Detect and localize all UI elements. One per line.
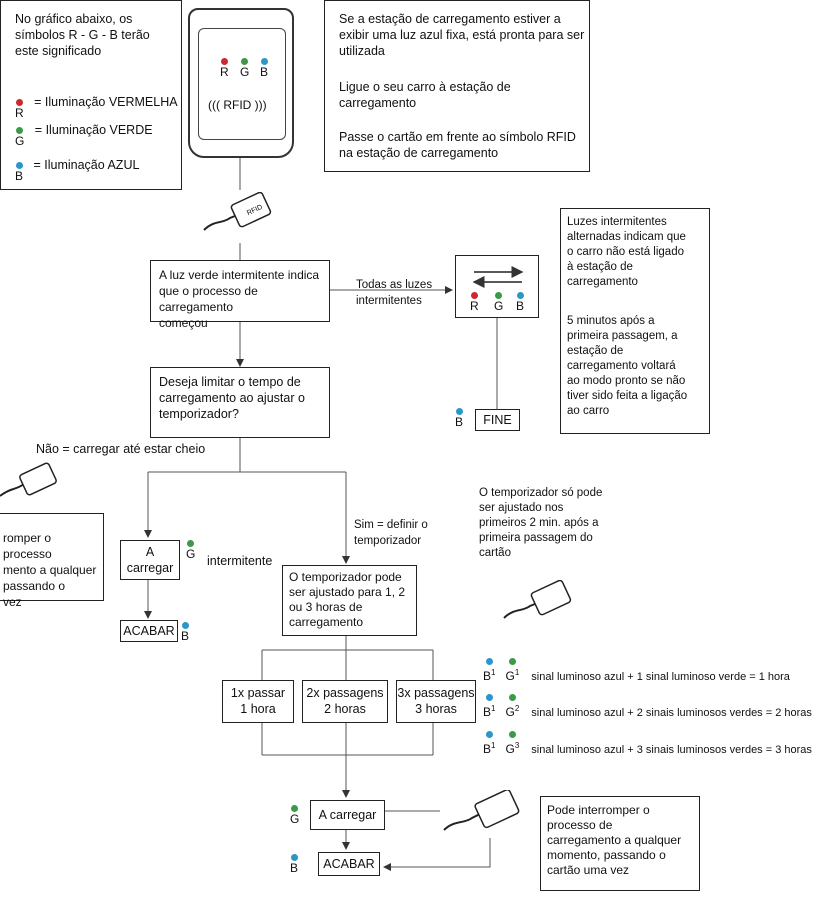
yes-branch-label: Sim = definir o temporizador <box>354 519 428 547</box>
signal-2-text: sinal luminoso azul + 2 sinais luminosos… <box>531 707 812 719</box>
step-connect: Ligue o seu carro à estação de carregame… <box>339 80 511 110</box>
intro-steps-box: Se a estação de carregamento estiver a e… <box>324 0 590 172</box>
legend-item-blue: B = Iluminação AZUL <box>15 156 139 183</box>
legend-label-blue: = Iluminação AZUL <box>33 158 140 172</box>
blink-label: intermitente <box>207 554 273 568</box>
signal-1-g-led: G1 <box>505 658 519 683</box>
left-hand-card-icon <box>0 462 64 508</box>
signal-row-1: B1 G1 sinal luminoso azul + 1 sinal lumi… <box>483 658 790 683</box>
all-lights-label: Todas as luzes intermitentes <box>356 279 433 307</box>
charging-left-box: A carregar <box>120 540 180 580</box>
timer-hand-card-icon <box>500 579 578 630</box>
fine-led-b: B <box>455 408 463 429</box>
legend-item-red: R = Iluminação VERMELHA <box>15 93 178 120</box>
finish-bottom-label: ACABAR <box>323 857 375 871</box>
cycle-arrows-icon <box>472 266 524 288</box>
signal-1-text: sinal luminoso azul + 1 sinal luminoso v… <box>531 671 790 683</box>
charging-left-led-g: G <box>186 540 195 561</box>
option-3-label: 3x passagens 3 horas <box>397 686 475 716</box>
charging-station-image: R G B ((( RFID ))) <box>188 8 294 158</box>
legend-box: No gráfico abaixo, os símbolos R - G - B… <box>0 0 182 190</box>
charging-bottom-label: A carregar <box>318 808 377 822</box>
finish-left-led-b: B <box>181 622 189 643</box>
interrupt-note-box: Pode interromper o processo de carregame… <box>540 796 700 891</box>
station-led-r: R <box>220 58 229 79</box>
step-card: Passe o cartão em frente ao símbolo RFID… <box>339 130 576 160</box>
left-interrupt-box: romper o processo mento a qualquer passa… <box>0 513 104 609</box>
timer-note: O temporizador só pode ser ajustado nos … <box>479 487 603 559</box>
legend-label-green: = Iluminação VERDE <box>34 123 153 137</box>
charging-bottom-led-g: G <box>290 805 299 826</box>
fine-label: FINE <box>483 413 512 427</box>
signal-3-b-led: B1 <box>483 731 495 756</box>
legend-item-green: G = Iluminação VERDE <box>15 121 153 148</box>
station-led-g: G <box>240 58 249 79</box>
side-note-box: Luzes intermitentes alternadas indicam q… <box>560 208 710 434</box>
arrow-card-to-finish <box>383 838 491 871</box>
option-2-box: 2x passagens 2 horas <box>302 680 388 723</box>
red-led-icon: R <box>15 99 24 120</box>
green-blink-box: A luz verde intermitente indica que o pr… <box>150 260 330 330</box>
signal-row-3: B1 G3 sinal luminoso azul + 3 sinais lum… <box>483 731 812 756</box>
interrupt-note-text: Pode interromper o processo de carregame… <box>547 803 682 877</box>
legend-intro: No gráfico abaixo, os símbolos R - G - B… <box>15 12 150 58</box>
blue-led-icon: B <box>15 162 23 183</box>
finish-left-box: ACABAR <box>120 620 178 642</box>
timer-box-text: O temporizador pode ser ajustado para 1,… <box>289 570 406 629</box>
alt-led-g: G <box>494 292 503 313</box>
legend-label-red: = Iluminação VERMELHA <box>34 95 178 109</box>
signal-1-b-led: B1 <box>483 658 495 683</box>
signal-2-g-led: G2 <box>505 694 519 719</box>
finish-bottom-box: ACABAR <box>318 852 380 876</box>
signal-3-text: sinal luminoso azul + 3 sinais luminosos… <box>531 744 812 756</box>
timer-box: O temporizador pode ser ajustado para 1,… <box>282 565 417 636</box>
limit-question-text: Deseja limitar o tempo de carregamento a… <box>159 375 305 421</box>
alt-lights-box: R G B <box>455 255 539 318</box>
no-branch-label: Não = carregar até estar cheio <box>36 442 206 456</box>
option-2-label: 2x passagens 2 horas <box>306 686 384 716</box>
finish-bottom-led-b: B <box>290 854 298 875</box>
hand-card-icon: RFID <box>200 191 278 242</box>
option-1-box: 1x passar 1 hora <box>222 680 294 723</box>
green-blink-text: A luz verde intermitente indica que o pr… <box>159 268 320 330</box>
alt-led-b: B <box>516 292 524 313</box>
rfid-symbol: ((( RFID ))) <box>208 98 267 112</box>
charging-left-label: A carregar <box>126 545 174 575</box>
option-1-label: 1x passar 1 hora <box>230 686 286 716</box>
finish-left-label: ACABAR <box>123 624 175 638</box>
side-note-para1: Luzes intermitentes alternadas indicam q… <box>567 216 686 288</box>
side-note-para2: 5 minutos após a primeira passagem, a es… <box>567 315 688 417</box>
option-3-box: 3x passagens 3 horas <box>396 680 476 723</box>
left-interrupt-text: romper o processo mento a qualquer passa… <box>3 531 97 609</box>
signal-row-2: B1 G2 sinal luminoso azul + 2 sinais lum… <box>483 694 812 719</box>
fine-box: FINE <box>475 409 520 431</box>
green-led-icon: G <box>15 127 24 148</box>
signal-3-g-led: G3 <box>505 731 519 756</box>
station-led-b: B <box>260 58 268 79</box>
alt-led-r: R <box>470 292 479 313</box>
step-ready: Se a estação de carregamento estiver a e… <box>339 12 585 58</box>
bottom-hand-card-icon <box>440 789 530 842</box>
charging-bottom-box: A carregar <box>310 800 385 830</box>
signal-2-b-led: B1 <box>483 694 495 719</box>
limit-question-box: Deseja limitar o tempo de carregamento a… <box>150 367 330 438</box>
